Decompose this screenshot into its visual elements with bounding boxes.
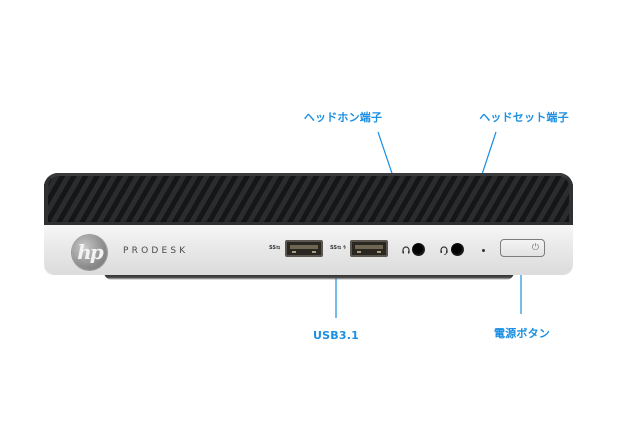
device-foot-shadow (104, 272, 514, 280)
hp-logo-icon: hp (72, 235, 107, 270)
usb-superspeed-icon: SS⇆ (269, 245, 281, 251)
drive-activity-led (482, 249, 485, 252)
headset-jack[interactable] (451, 243, 464, 256)
usb-port-1[interactable] (285, 240, 323, 257)
headphone-icon (402, 246, 410, 256)
power-button[interactable]: ⏻ (500, 239, 545, 257)
hp-prodesk-mini-pc (44, 173, 573, 274)
callout-power-label: 電源ボタン (494, 327, 550, 340)
callout-headphone-label: ヘッドホン端子 (303, 111, 383, 124)
usb-port-2[interactable] (350, 240, 388, 257)
model-name: PRODESK (123, 246, 189, 256)
ventilation-grille (44, 173, 573, 225)
headphone-jack[interactable] (412, 243, 425, 256)
callout-headset-label: ヘッドセット端子 (479, 111, 569, 124)
usb-superspeed-charging-icon: SS⇆ ϟ (330, 245, 347, 251)
headset-icon (440, 246, 448, 257)
power-icon: ⏻ (531, 243, 539, 253)
callout-usb-label: USB3.1 (313, 329, 359, 342)
